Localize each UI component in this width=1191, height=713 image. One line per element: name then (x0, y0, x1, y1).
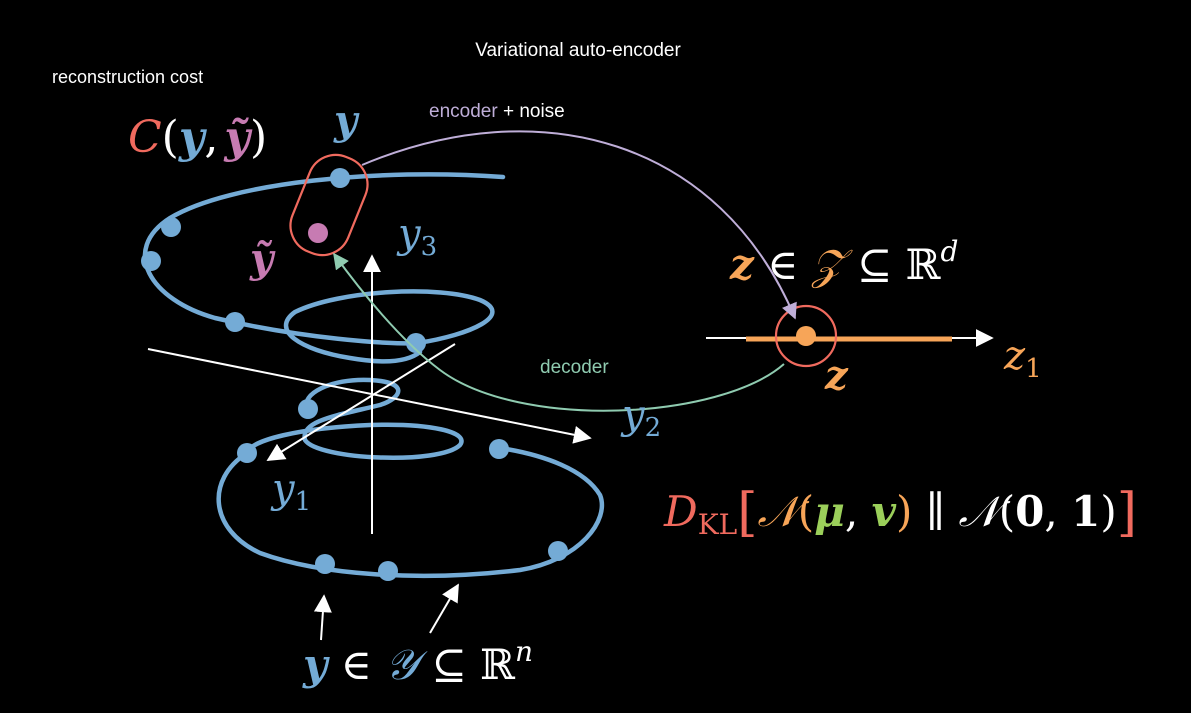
spiral-lower-loop (216, 445, 604, 579)
decoder-arrow (333, 252, 785, 412)
kl-zero: 0 (1015, 487, 1044, 536)
noise-word: + noise (498, 101, 565, 122)
y2-axis (147, 348, 592, 444)
sample-point (225, 312, 245, 332)
y3-label: y3 (396, 211, 437, 262)
diagram-title: Variational auto-encoder (475, 40, 681, 61)
y1-label: y1 (270, 466, 311, 517)
cost-y-tilde: ỹ (223, 112, 253, 163)
manifold-samples (141, 168, 568, 581)
y-tilde-label: ỹ (249, 235, 276, 282)
sample-point (548, 541, 568, 561)
data-manifold-spiral (142, 172, 604, 579)
spiral-upper-middle-loop (283, 289, 495, 364)
pointer-arrow-left (313, 594, 332, 641)
y3-sub: 3 (421, 232, 438, 262)
kl-left-bracket: [ (737, 483, 757, 543)
pointer-arrow-right (429, 583, 459, 634)
latent-R: ℝ (906, 240, 942, 289)
sample-point (141, 251, 161, 271)
data-exp: n (515, 635, 533, 668)
kl-one: 1 (1071, 487, 1100, 536)
z1-label: z1 (1003, 333, 1042, 384)
sample-point (161, 217, 181, 237)
cost-expression: C(y,ỹ) (128, 112, 267, 163)
kl-open2: ( (999, 487, 1015, 536)
sample-point (406, 333, 426, 353)
spiral-outer-loop (142, 172, 506, 346)
sample-point (315, 554, 335, 574)
y1-base: y (270, 466, 296, 512)
latent-point-ring (774, 304, 838, 368)
sample-point (330, 168, 350, 188)
latent-space-expression: z ∈ 𝒵 ⊆ ℝd (729, 235, 958, 289)
y-label: y (333, 97, 360, 144)
data-y: y (302, 640, 330, 689)
cost-y: y (178, 112, 208, 163)
data-R: ℝ (480, 640, 516, 689)
data-space-axes (147, 254, 994, 641)
y2-label: y2 (620, 392, 661, 443)
latent-subset: ⊆ (844, 240, 906, 289)
reconstruction-point (308, 223, 328, 243)
decoder-label: decoder (540, 357, 609, 378)
y3-base: y (396, 211, 422, 257)
kl-divergence-expression: DKL[𝒩(μ, v) ∥ 𝒩(0, 1)] (663, 483, 1137, 543)
z-label: z (824, 352, 849, 399)
kl-parallel: ∥ (912, 487, 958, 536)
data-in: ∈ (327, 640, 385, 689)
kl-open1: ( (798, 487, 814, 536)
y2-sub: 2 (645, 413, 662, 443)
kl-right-bracket: ] (1117, 483, 1137, 543)
y2-base: y (620, 392, 646, 438)
encoder-noise-label: encoder + noise (429, 101, 565, 122)
kl-close1: ) (896, 487, 912, 536)
kl-mu: μ (814, 487, 845, 536)
cost-C: C (128, 112, 162, 163)
y1-axis (266, 343, 456, 461)
cost-open-paren: ( (162, 112, 179, 163)
kl-D: D (663, 487, 698, 536)
encoder-word: encoder (429, 101, 498, 122)
sample-point (237, 443, 257, 463)
sample-point (378, 561, 398, 581)
data-subset: ⊆ (418, 640, 480, 689)
kl-v: v (872, 487, 897, 536)
z1-sub: 1 (1025, 354, 1042, 384)
kl-comma1: , (845, 487, 872, 536)
latent-in: ∈ (754, 240, 812, 289)
y1-sub: 1 (295, 487, 312, 517)
spiral-inner-loop (244, 377, 464, 460)
latent-z: z (729, 240, 755, 289)
kl-sub: KL (698, 508, 738, 541)
kl-comma2: , (1044, 487, 1071, 536)
cost-capsule (289, 153, 369, 257)
encoder-arrow (361, 130, 797, 320)
sample-point (298, 399, 318, 419)
latent-point (796, 326, 816, 346)
sample-point (489, 439, 509, 459)
z1-base: z (1003, 333, 1026, 379)
kl-close2: ) (1100, 487, 1116, 536)
latent-exp: d (940, 235, 958, 268)
data-space-expression: y ∈ 𝒴 ⊆ ℝn (302, 635, 533, 689)
cost-comma: , (204, 112, 218, 163)
reconstruction-cost-label: reconstruction cost (52, 67, 203, 87)
cost-close-paren: ) (250, 112, 267, 163)
